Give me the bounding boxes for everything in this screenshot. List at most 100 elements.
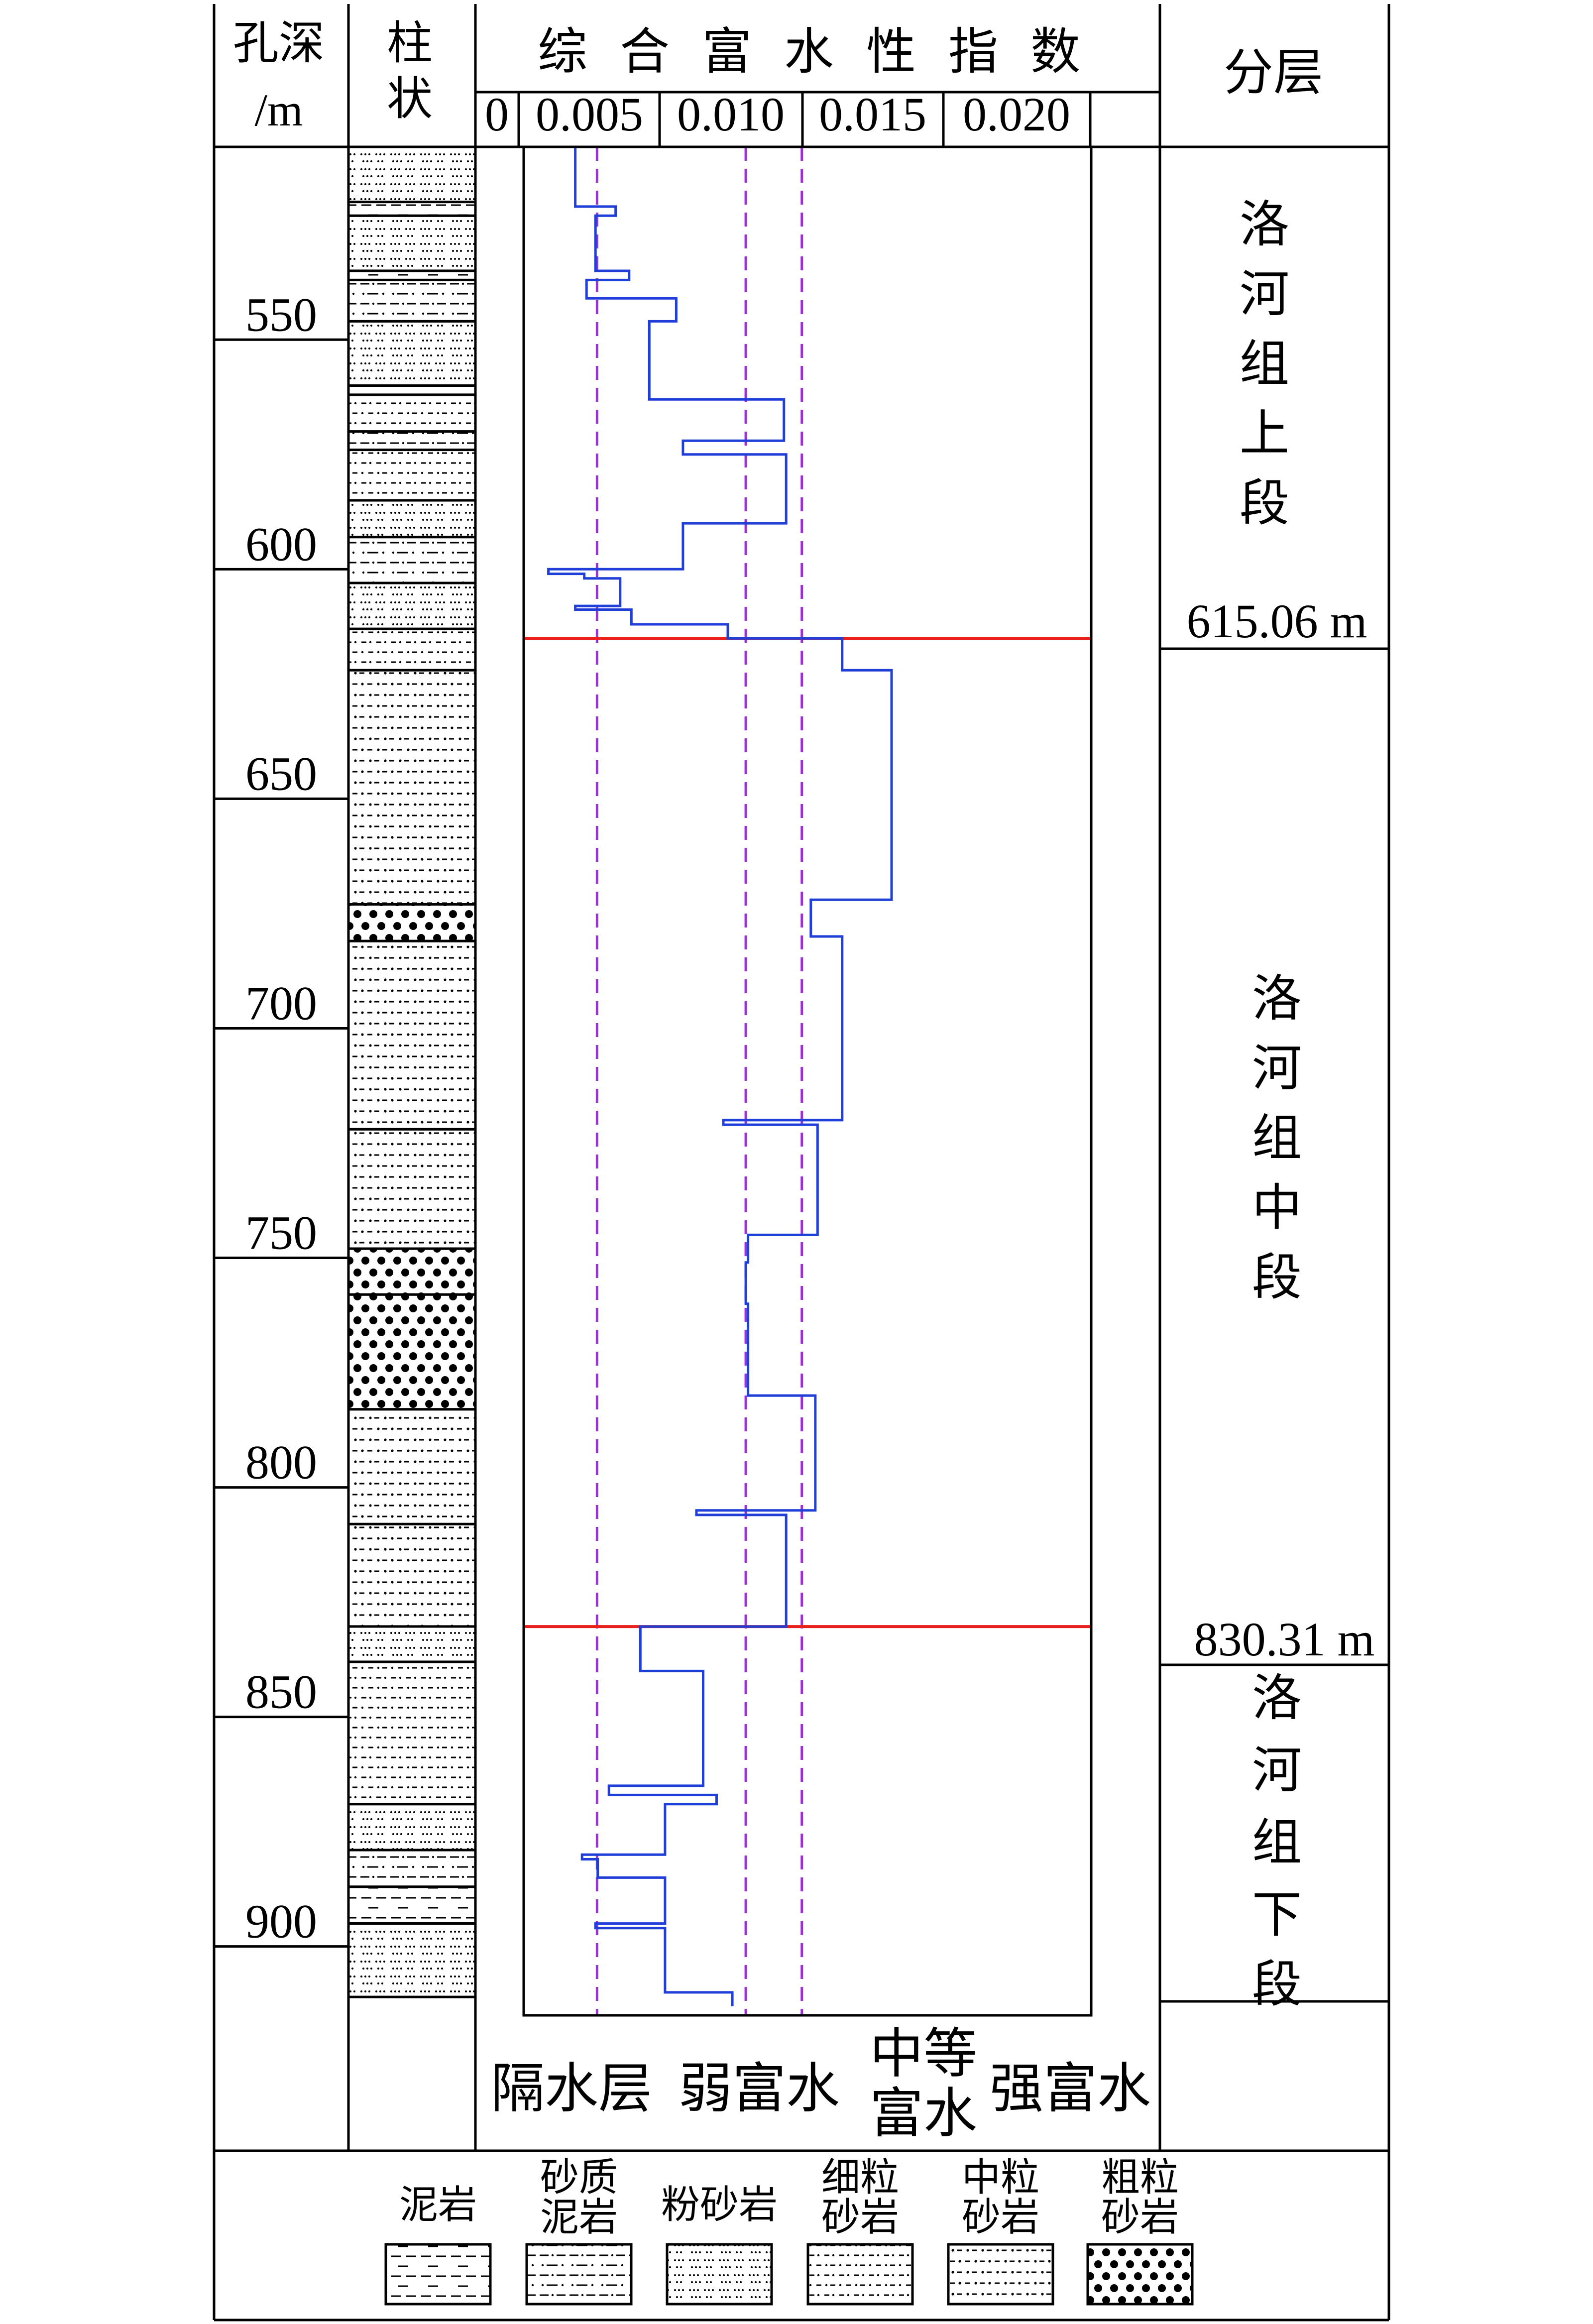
lithology-bed: [347, 669, 477, 906]
legend-swatch: [1086, 2243, 1194, 2306]
legend-label-line1: 粗粒: [1101, 2156, 1179, 2199]
lithology-bed: [347, 1522, 477, 1628]
zone-strong: 强富水: [990, 2060, 1151, 2119]
lithology-bed: [347, 581, 477, 630]
lithology-bed: [347, 430, 477, 452]
depth-tick-label: 550: [245, 288, 317, 341]
lithology-bed: [347, 939, 477, 1131]
depth-tick-label: 700: [245, 976, 317, 1030]
lithology-bed: [347, 384, 477, 396]
x-tick-label: 0.015: [819, 88, 926, 141]
lithology-bed: [347, 1922, 477, 1998]
zone-aquifuge: 隔水层: [491, 2060, 652, 2119]
depth-tick-label: 850: [245, 1665, 317, 1719]
index-title: 综 合 富 水 性 指 数: [538, 24, 1090, 80]
column-header-line1: 柱: [387, 18, 433, 69]
x-tick-label: 0.010: [677, 88, 785, 141]
layer-lower-char: 洛: [1252, 1671, 1302, 1726]
boundary-lines: [524, 637, 1091, 1628]
layer-middle-char: 段: [1252, 1250, 1302, 1305]
boundary-label-upper: 615.06 m: [1187, 594, 1367, 648]
lithology-bed: [347, 201, 477, 217]
lithology-bed: [347, 1849, 477, 1888]
water-index-curve: [547, 147, 893, 2006]
lithology-bed: [347, 1803, 477, 1852]
layer-upper-char: 河: [1240, 267, 1289, 322]
legend-swatch: [947, 2243, 1054, 2306]
layer-lower-char: 组: [1252, 1815, 1302, 1870]
legend-label-line1: 细粒: [821, 2156, 899, 2199]
legend-label-line1: 砂质: [540, 2156, 618, 2199]
layer-middle-char: 河: [1252, 1041, 1302, 1096]
layer-upper: 洛 河 组 上 段: [1240, 197, 1289, 531]
header: 孔深 /m 柱 状 综 合 富 水 性 指 数 分层: [233, 18, 1323, 135]
zone-medium-line1: 中等: [870, 2025, 977, 2084]
layer-header-label: 分层: [1224, 45, 1323, 101]
lithology-bed: [347, 1293, 477, 1411]
zone-labels: 隔水层 弱富水 中等 富水 强富水: [491, 2025, 1151, 2144]
lithology-bed: [347, 1885, 477, 1925]
threshold-lines: [595, 147, 803, 2015]
boundary-label-lower: 830.31 m: [1194, 1613, 1375, 1666]
layer-lower-char: 河: [1252, 1743, 1302, 1798]
table-frame: [213, 4, 1390, 2322]
lithology-bed: [347, 449, 477, 502]
layer-middle-char: 洛: [1252, 971, 1302, 1027]
legend-label-line2: 泥岩: [399, 2183, 477, 2226]
x-tick-label: 0.005: [536, 88, 643, 141]
depth-tick-label: 750: [245, 1206, 317, 1260]
depth-header-unit: /m: [254, 85, 303, 135]
layer-middle: 洛 河 组 中 段: [1252, 971, 1302, 1305]
layer-upper-char: 洛: [1240, 197, 1289, 252]
lithology-bed: [347, 269, 477, 281]
depth-tick-label: 650: [245, 747, 317, 800]
lithology-bed: [347, 320, 477, 387]
lithology-bed: [347, 903, 477, 942]
lithology-bed: [347, 1660, 477, 1806]
x-tick-label: 0.020: [963, 88, 1070, 141]
legend-swatch: [384, 2243, 492, 2306]
lithology-bed: [347, 1247, 477, 1296]
depth-axis: 550 600 650 700 750 800 850 900: [214, 288, 348, 1948]
legend-swatch: [666, 2243, 773, 2306]
x-tick-label: 0: [485, 88, 509, 141]
legend-item: 粉砂岩: [661, 2183, 778, 2306]
lithology-bed: [347, 214, 477, 272]
zone-medium-line2: 富水: [870, 2085, 977, 2144]
legend-label-line2: 砂岩: [1101, 2196, 1179, 2239]
legend-label-line1: 中粒: [962, 2156, 1039, 2199]
lithology-bed: [347, 278, 477, 323]
legend-swatch: [806, 2243, 914, 2306]
legend-label-line2: 砂岩: [962, 2196, 1039, 2239]
zone-weak: 弱富水: [679, 2060, 840, 2119]
lithology-bed: [347, 1625, 477, 1663]
layer-lower: 洛 河 组 下 段: [1252, 1671, 1302, 2012]
legend-item: 泥岩: [384, 2183, 492, 2306]
layer-middle-char: 组: [1252, 1111, 1302, 1166]
layer-upper-char: 上: [1240, 406, 1289, 462]
column-header-line2: 状: [387, 74, 433, 124]
depth-tick-label: 800: [245, 1436, 317, 1489]
lithology-bed: [347, 1128, 477, 1250]
legend: 泥岩砂质泥岩粉砂岩细粒砂岩中粒砂岩粗粒砂岩: [384, 2156, 1194, 2306]
legend-label-line2: 砂岩: [821, 2196, 899, 2239]
curve-layer: [547, 147, 893, 2006]
lithology-bed: [347, 627, 477, 672]
lithology-bed: [347, 1408, 477, 1525]
lithology-bed: [347, 145, 477, 204]
layer-upper-char: 段: [1240, 476, 1289, 531]
depth-tick-label: 600: [245, 517, 317, 571]
layer-upper-char: 组: [1240, 337, 1289, 392]
lithology-bed: [347, 536, 477, 584]
x-tick-labels: 0 0.005 0.010 0.015 0.020: [485, 88, 1070, 141]
lithology-column: [347, 145, 477, 1998]
legend-label-line2: 粉砂岩: [661, 2183, 778, 2226]
depth-tick-label: 900: [245, 1895, 317, 1948]
legend-swatch: [525, 2243, 633, 2306]
lithology-bed: [347, 393, 477, 433]
